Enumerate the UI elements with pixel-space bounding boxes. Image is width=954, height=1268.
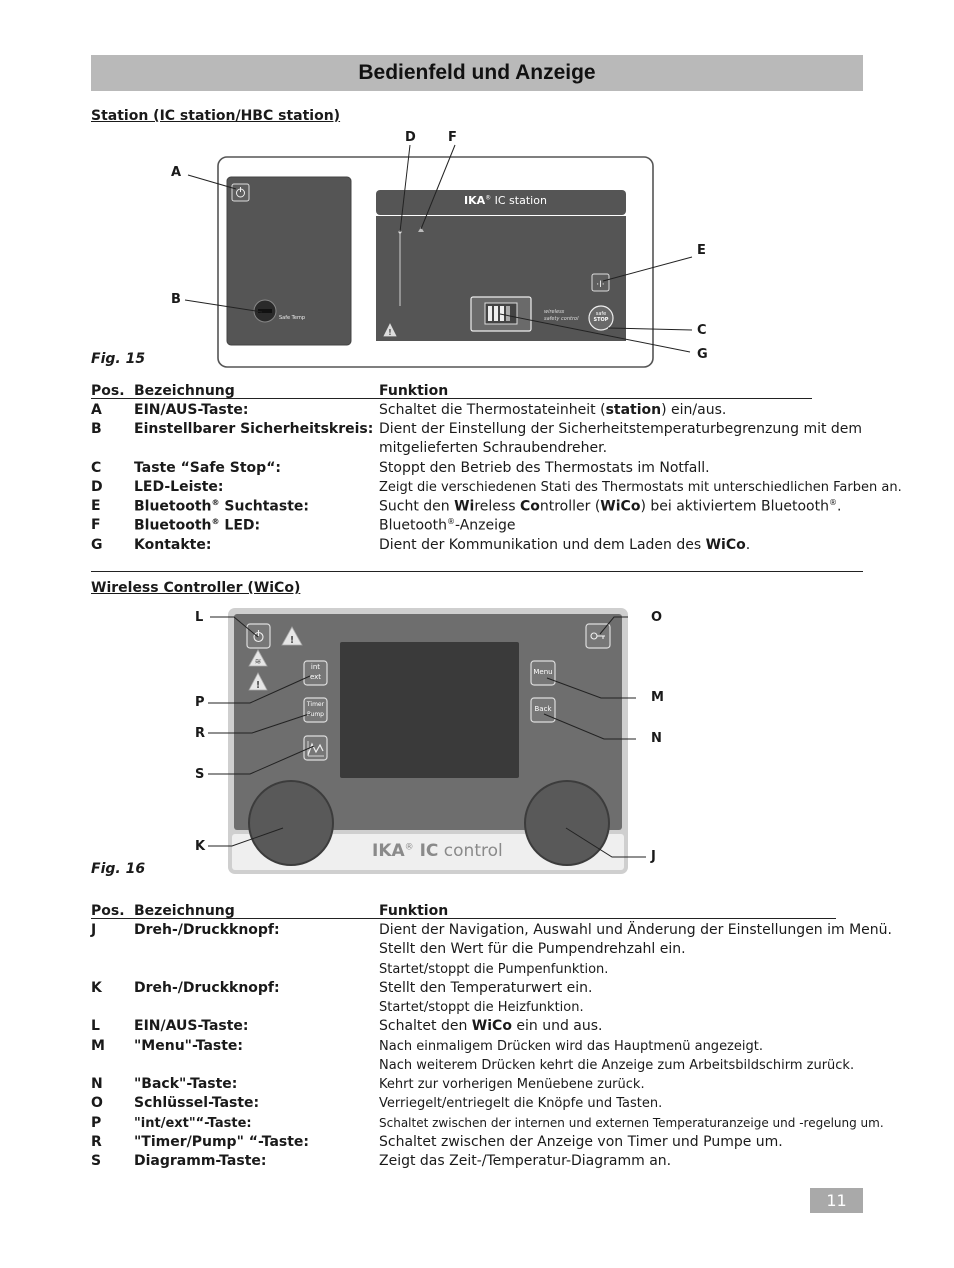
page-title-bar: Bedienfeld und Anzeige: [91, 55, 863, 91]
svg-text:!: !: [388, 328, 392, 337]
wireless-safety-label: wireless safety control: [544, 309, 579, 322]
svg-text:·I·: ·I·: [596, 280, 604, 290]
svg-text:!: !: [256, 680, 261, 691]
callout-b: B: [171, 292, 181, 307]
timer-pump-button[interactable]: Timer Pump: [306, 701, 325, 718]
int-ext-button[interactable]: int ext: [309, 663, 322, 681]
callout-m: M: [651, 690, 664, 705]
figure-label-15: Fig. 15: [91, 351, 146, 367]
callout-k: K: [195, 839, 206, 854]
callout-d: D: [405, 130, 416, 145]
callout-o: O: [651, 610, 663, 625]
page-title: Bedienfeld und Anzeige: [358, 61, 596, 84]
callout-g: G: [697, 347, 708, 362]
menu-button[interactable]: Menu: [533, 668, 553, 676]
safe-temp-label: Safe Temp: [279, 315, 305, 321]
figure-label-16: Fig. 16: [91, 861, 146, 877]
callout-r: R: [195, 726, 206, 741]
svg-text:≋: ≋: [255, 657, 262, 666]
wico-brand-label: IKA® IC control: [372, 841, 503, 861]
callout-n: N: [651, 731, 662, 746]
callout-e: E: [697, 243, 706, 258]
section-heading-wico: Wireless Controller (WiCo): [91, 580, 301, 596]
page-number: 11: [810, 1188, 863, 1213]
callout-l: L: [195, 610, 204, 625]
back-button[interactable]: Back: [534, 705, 552, 713]
section-divider: [91, 571, 863, 572]
safe-stop-button[interactable]: safe STOP: [593, 311, 609, 323]
svg-text:!: !: [290, 635, 295, 646]
callout-c: C: [697, 323, 707, 338]
callout-j: J: [651, 849, 656, 864]
section-heading-station: Station (IC station/HBC station): [91, 108, 341, 124]
callout-f: F: [448, 130, 457, 145]
callout-s: S: [195, 767, 205, 782]
callout-a: A: [171, 165, 182, 180]
station-brand-label: IKA® IC station: [464, 194, 547, 207]
callout-p: P: [195, 695, 205, 710]
